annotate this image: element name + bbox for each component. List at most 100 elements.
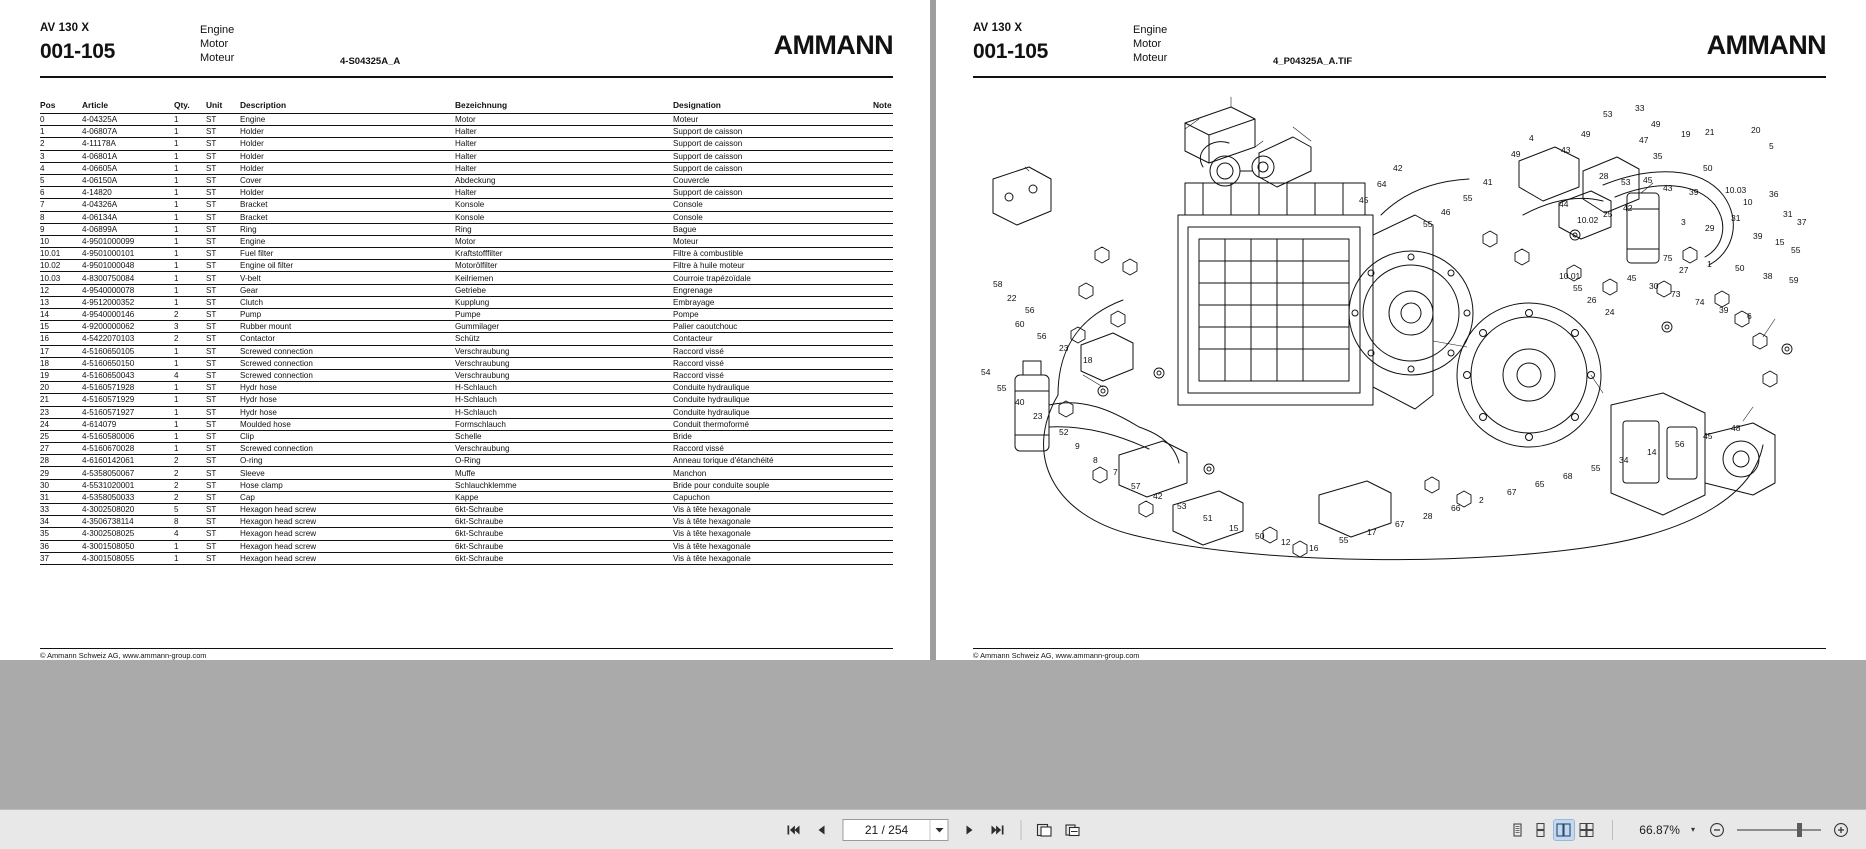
diagram-callout: 10 <box>1743 197 1753 207</box>
cell-description: Holder <box>240 125 455 139</box>
cell-qty: 1 <box>174 137 206 151</box>
cell-article: 4-06150A <box>82 174 174 188</box>
cell-description: Cap <box>240 491 455 505</box>
cell-article: 4-5160571927 <box>82 406 174 419</box>
diagram-callout: 74 <box>1695 297 1705 307</box>
cell-article: 4-06801A <box>82 150 174 163</box>
header-identity: AV 130 X 001-105 <box>40 22 200 64</box>
previous-page-button[interactable] <box>811 819 833 841</box>
cell-bezeichnung: Getriebe <box>455 284 673 297</box>
zoom-in-button[interactable] <box>1830 819 1852 841</box>
last-page-button[interactable] <box>987 819 1009 841</box>
fit-width-button[interactable] <box>1062 819 1084 841</box>
zoom-slider[interactable] <box>1737 822 1821 837</box>
cell-unit: ST <box>206 296 240 310</box>
diagram-callout: 52 <box>1059 427 1069 437</box>
cell-article: 4-5531020001 <box>82 479 174 492</box>
cell-unit: ST <box>206 454 240 468</box>
cell-article: 4-5422070103 <box>82 332 174 346</box>
cell-pos: 4 <box>40 162 82 175</box>
cell-note <box>873 320 893 334</box>
diagram-callout: 26 <box>1587 295 1597 305</box>
page-left[interactable]: AV 130 X 001-105 Engine Motor Moteur 4-S… <box>0 0 933 660</box>
cell-unit: ST <box>206 150 240 163</box>
cell-bezeichnung: Halter <box>455 150 673 163</box>
machine-model-right: AV 130 X <box>973 22 1023 34</box>
cell-qty: 1 <box>174 174 206 188</box>
diagram-callout: 30 <box>1649 281 1659 291</box>
diagram-callout: 35 <box>1653 151 1663 161</box>
diagram-callout: 55 <box>1591 463 1601 473</box>
page-navigation-group <box>783 818 1084 841</box>
cell-designation: Anneau torique d'étanchéité <box>673 454 873 468</box>
first-page-button[interactable] <box>783 819 805 841</box>
cell-designation: Support de caisson <box>673 150 873 163</box>
page-right[interactable]: AV 130 X 001-105 Engine Motor Moteur 4_P… <box>933 0 1866 660</box>
cell-unit: ST <box>206 381 240 395</box>
two-page-spread-icon <box>1556 822 1572 837</box>
diagram-callout: 45 <box>1359 195 1369 205</box>
fit-page-button[interactable] <box>1034 819 1056 841</box>
cell-pos: 6 <box>40 186 82 200</box>
diagram-callout: 43 <box>1663 183 1673 193</box>
ammann-logo: AMMANN <box>773 30 894 60</box>
cell-description: Cover <box>240 174 455 188</box>
table-header-row: Pos Article Qty. Unit Description Bezeic… <box>40 100 893 114</box>
diagram-callout: 1 <box>1707 259 1712 269</box>
view-mode-two-page-scroll[interactable] <box>1577 820 1597 840</box>
page-number-input[interactable] <box>843 819 930 840</box>
cell-bezeichnung: H-Schlauch <box>455 406 673 419</box>
zoom-slider-handle[interactable] <box>1797 822 1802 837</box>
cell-bezeichnung: Keilriemen <box>455 271 673 285</box>
cell-designation: Pompe <box>673 308 873 322</box>
diagram-callout: 45 <box>1627 273 1637 283</box>
cell-bezeichnung: Kappe <box>455 491 673 505</box>
cell-pos: 23 <box>40 406 82 419</box>
diagram-callout: 42 <box>1393 163 1403 173</box>
page-number-field[interactable] <box>842 818 949 841</box>
view-mode-single-page[interactable] <box>1508 820 1528 840</box>
diagram-callout: 10.03 <box>1725 185 1747 195</box>
cell-designation: Console <box>673 211 873 224</box>
diagram-callout: 68 <box>1563 471 1573 481</box>
cell-description: Hexagon head screw <box>240 527 455 541</box>
cell-qty: 1 <box>174 381 206 395</box>
page-dropdown-toggle[interactable] <box>929 819 948 840</box>
zoom-out-button[interactable] <box>1706 819 1728 841</box>
diagram-callout: 42 <box>1623 203 1633 213</box>
copyright-right: © Ammann Schweiz AG, www.ammann-group.co… <box>973 651 1140 660</box>
view-mode-two-page-spread[interactable] <box>1552 818 1575 841</box>
header-divider <box>40 76 893 78</box>
cell-description: Screwed connection <box>240 442 455 456</box>
cell-bezeichnung: 6kt-Schraube <box>455 527 673 541</box>
cell-pos: 5 <box>40 174 82 188</box>
cell-article: 4-9540000146 <box>82 308 174 322</box>
diagram-callout: 19 <box>1681 129 1691 139</box>
col-qty: Qty. <box>174 100 206 114</box>
zoom-dropdown-toggle[interactable]: ▾ <box>1690 825 1695 834</box>
fit-width-icon <box>1065 823 1080 836</box>
cell-pos: 35 <box>40 527 82 541</box>
diagram-callout: 23 <box>1033 411 1043 421</box>
view-mode-continuous-scroll[interactable] <box>1531 820 1551 840</box>
cell-unit: ST <box>206 162 240 175</box>
chevron-down-icon <box>935 827 943 832</box>
diagram-callout: 58 <box>993 279 1003 289</box>
col-pos: Pos <box>40 100 82 114</box>
next-page-button[interactable] <box>959 819 981 841</box>
cell-description: Screwed connection <box>240 345 455 358</box>
cell-designation: Contacteur <box>673 332 873 346</box>
page-left-header: AV 130 X 001-105 Engine Motor Moteur 4-S… <box>0 0 933 70</box>
cell-pos: 9 <box>40 223 82 236</box>
cell-pos: 13 <box>40 296 82 310</box>
cell-article: 4-5358050033 <box>82 491 174 505</box>
